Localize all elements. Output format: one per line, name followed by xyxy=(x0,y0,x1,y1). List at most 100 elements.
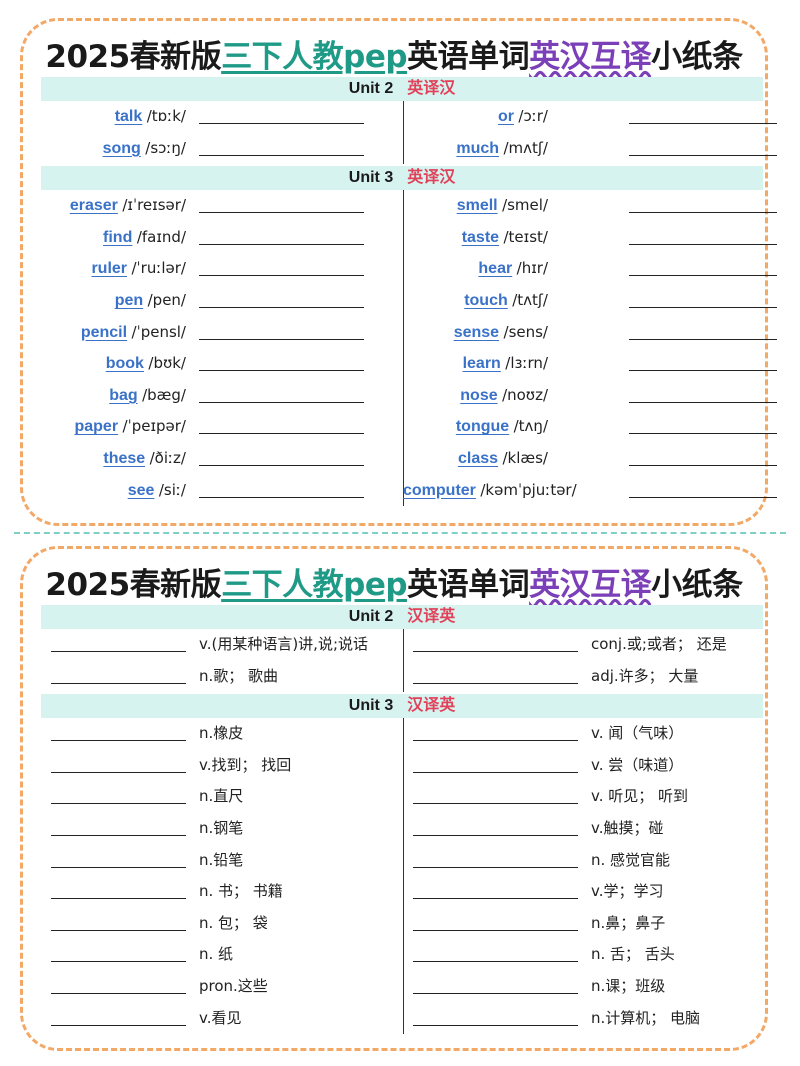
word-entry: hear /hɪr/ xyxy=(403,253,548,284)
phonetic: /ˈpensl/ xyxy=(131,322,186,341)
answer-blank[interactable] xyxy=(199,338,364,340)
english-word: book xyxy=(105,355,144,373)
phonetic: /ˈpeɪpər/ xyxy=(122,417,186,436)
title-part1: 春新版 xyxy=(129,39,222,75)
title-part3: 英语单词 xyxy=(407,39,530,75)
answer-blank[interactable] xyxy=(199,307,364,308)
answer-blank[interactable] xyxy=(413,771,578,773)
answer-blank[interactable] xyxy=(629,401,777,403)
answer-blank[interactable] xyxy=(413,993,578,994)
answer-blank[interactable] xyxy=(629,307,777,308)
english-word: much xyxy=(456,139,500,157)
vocab-row: song /sɔːŋ/much /mʌtʃ/ xyxy=(41,133,777,164)
answer-blank[interactable] xyxy=(199,465,364,466)
phonetic: /sens/ xyxy=(503,322,548,341)
answer-blank[interactable] xyxy=(199,243,364,245)
answer-blank[interactable] xyxy=(51,898,186,900)
answer-blank[interactable] xyxy=(199,154,364,156)
vocab-row: bag /bæg/nose /noʊz/ xyxy=(41,380,777,411)
chinese-meaning: n.直尺 xyxy=(199,787,244,806)
answer-blank[interactable] xyxy=(51,835,186,836)
answer-blank[interactable] xyxy=(51,993,186,994)
word-entry: bag /bæg/ xyxy=(41,380,186,411)
answer-blank[interactable] xyxy=(629,243,777,245)
column-divider xyxy=(403,718,404,1035)
phonetic: /tʌŋ/ xyxy=(513,417,548,436)
english-word: smell xyxy=(456,197,498,215)
answer-blank[interactable] xyxy=(629,465,777,466)
english-word: pen xyxy=(114,292,144,309)
answer-blank[interactable] xyxy=(413,803,578,805)
english-word: touch xyxy=(464,292,508,309)
answer-blank[interactable] xyxy=(629,370,777,372)
answer-blank[interactable] xyxy=(51,803,186,805)
answer-blank[interactable] xyxy=(51,929,186,931)
word-entry: sense /sens/ xyxy=(403,317,548,348)
answer-blank[interactable] xyxy=(413,740,578,742)
phonetic: /mʌtʃ/ xyxy=(503,138,548,157)
word-entry: touch /tʌtʃ/ xyxy=(403,285,548,316)
chinese-meaning: n.鼻；鼻子 xyxy=(591,913,666,932)
answer-blank[interactable] xyxy=(413,929,578,931)
vocab-row: n. 包； 袋 n.鼻；鼻子 xyxy=(41,908,763,939)
chinese-meaning: n.铅笔 xyxy=(199,850,244,869)
phonetic: /noʊz/ xyxy=(502,385,548,404)
answer-blank[interactable] xyxy=(51,651,186,652)
chinese-meaning: n. 感觉官能 xyxy=(591,850,671,869)
answer-blank[interactable] xyxy=(629,496,777,498)
phonetic: /siː/ xyxy=(158,480,186,499)
answer-blank[interactable] xyxy=(51,961,186,963)
answer-blank[interactable] xyxy=(51,740,186,742)
answer-blank[interactable] xyxy=(413,866,578,868)
answer-blank[interactable] xyxy=(413,898,578,900)
english-word: tongue xyxy=(455,418,510,436)
title-year: 2025 xyxy=(45,567,130,603)
answer-blank[interactable] xyxy=(51,682,186,684)
chinese-meaning: n.歌； 歌曲 xyxy=(199,666,279,685)
vocab-row: see /siː/computer /kəmˈpjuːtər/ xyxy=(41,475,777,506)
english-word: find xyxy=(103,228,133,246)
word-entry: smell /smel/ xyxy=(403,190,548,221)
answer-blank[interactable] xyxy=(199,123,364,124)
phonetic: /sɔːŋ/ xyxy=(145,138,186,157)
vocab-row: n.铅笔 n. 感觉官能 xyxy=(41,845,763,876)
answer-blank[interactable] xyxy=(629,338,777,340)
phonetic: /klæs/ xyxy=(502,449,548,467)
answer-blank[interactable] xyxy=(413,682,578,684)
answer-blank[interactable] xyxy=(199,212,364,214)
answer-blank[interactable] xyxy=(51,1024,186,1026)
answer-blank[interactable] xyxy=(629,433,777,435)
english-word: eraser xyxy=(69,197,118,215)
english-word: bag xyxy=(109,386,138,404)
word-entry: book /bʊk/ xyxy=(41,348,186,379)
vocab-row: paper /ˈpeɪpər/tongue /tʌŋ/ xyxy=(41,411,777,442)
vocab-row: talk /tɒːk/or /ɔːr/ xyxy=(41,101,777,132)
sheet-title: 2025春新版三下人教pep英语单词英汉互译小纸条 xyxy=(23,559,765,604)
answer-blank[interactable] xyxy=(413,651,578,652)
answer-blank[interactable] xyxy=(629,212,777,214)
answer-blank[interactable] xyxy=(51,771,186,773)
answer-blank[interactable] xyxy=(199,275,364,277)
answer-blank[interactable] xyxy=(629,154,777,156)
answer-blank[interactable] xyxy=(629,275,777,277)
answer-blank[interactable] xyxy=(629,123,777,124)
chinese-meaning: v.触摸；碰 xyxy=(591,819,664,837)
answer-blank[interactable] xyxy=(199,433,364,435)
answer-blank[interactable] xyxy=(413,835,578,836)
title-part5: 小纸条 xyxy=(651,39,743,75)
answer-blank[interactable] xyxy=(199,401,364,403)
chinese-meaning: n. 包； 袋 xyxy=(199,913,268,932)
answer-blank[interactable] xyxy=(413,961,578,963)
title-part3: 英语单词 xyxy=(407,567,530,603)
answer-blank[interactable] xyxy=(413,1024,578,1026)
answer-blank[interactable] xyxy=(199,370,364,372)
word-entry: much /mʌtʃ/ xyxy=(403,133,548,164)
answer-blank[interactable] xyxy=(51,866,186,868)
english-word: song xyxy=(102,139,141,157)
word-entry: ruler /ˈruːlər/ xyxy=(41,253,186,284)
answer-blank[interactable] xyxy=(199,496,364,498)
